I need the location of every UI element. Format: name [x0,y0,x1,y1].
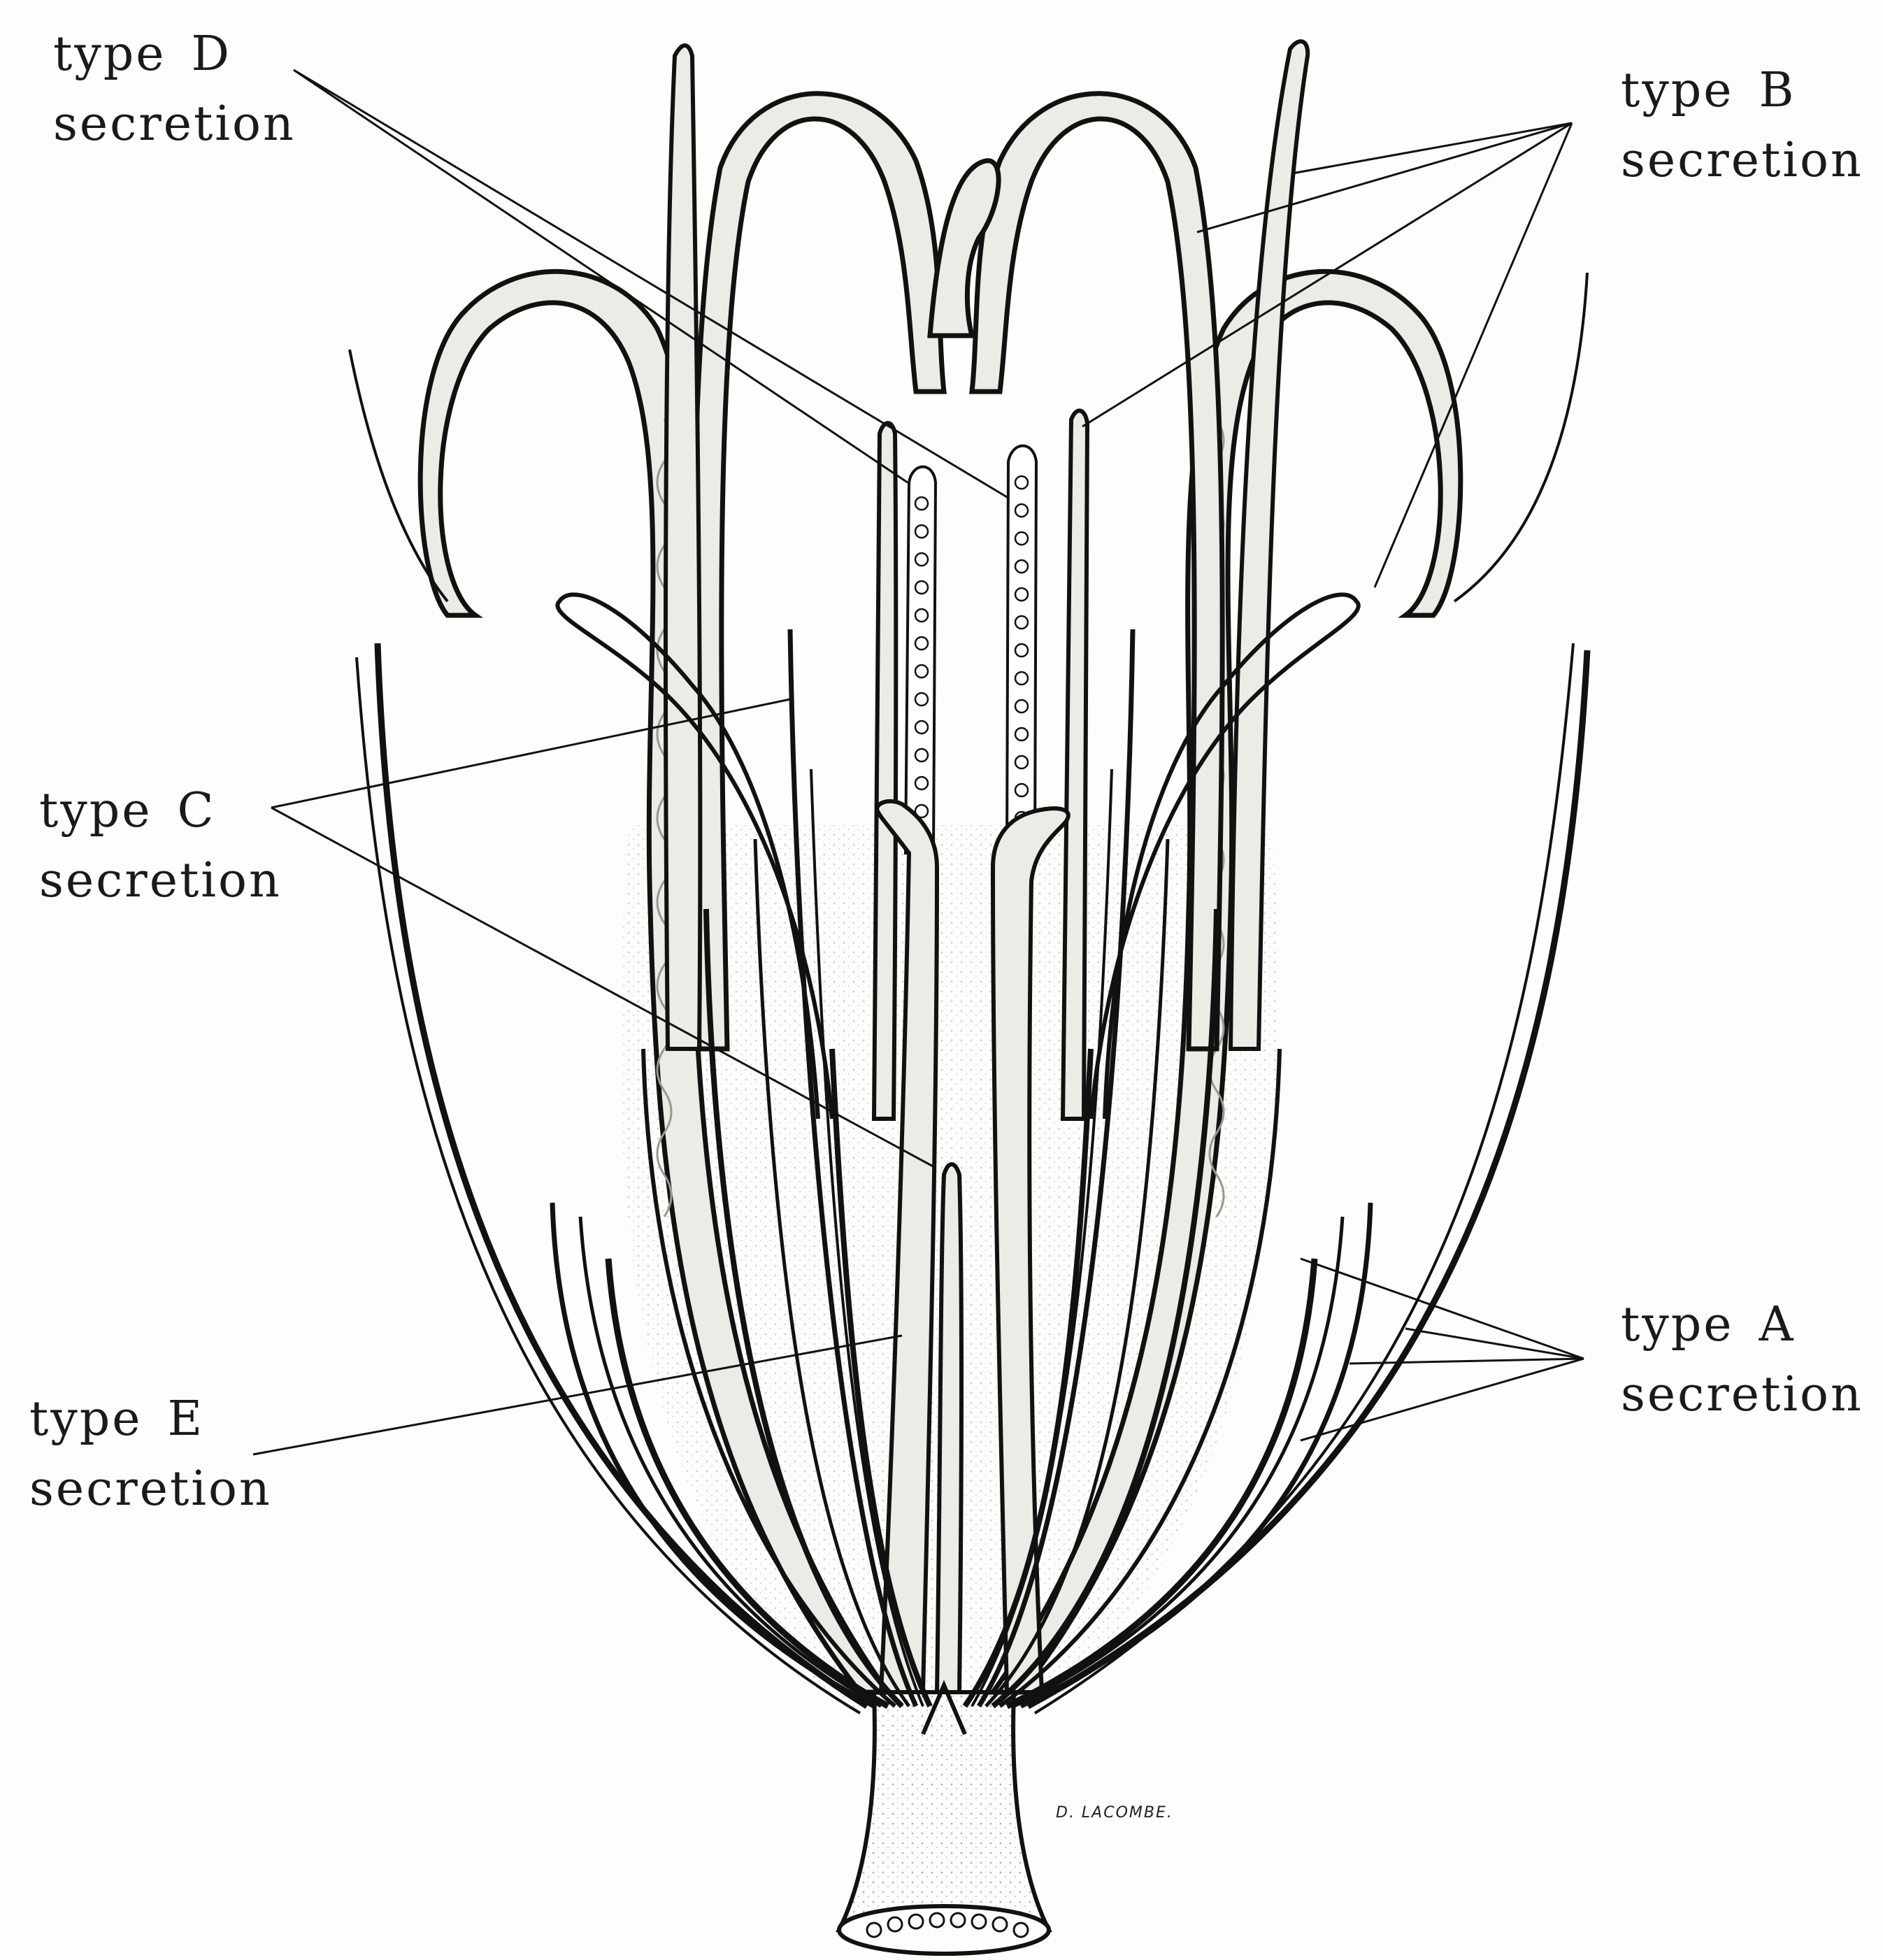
label-e-letter: E [168,1392,205,1447]
label-type-d: type D secretion [53,20,296,159]
label-b-letter: B [1759,63,1796,118]
label-e-word: secretion [29,1454,272,1524]
label-b-type: type [1621,63,1734,118]
label-e-type: type [29,1392,143,1447]
artist-signature: D. LACOMBE. [1056,1804,1173,1822]
label-d-word: secretion [53,90,296,159]
type-e-tube [937,1164,961,1692]
label-type-c: type C secretion [39,776,282,916]
label-a-letter: A [1759,1297,1796,1352]
label-d-type: type [53,27,166,82]
label-d-letter: D [192,27,232,82]
label-type-b: type B secretion [1621,56,1863,196]
label-a-word: secretion [1621,1360,1863,1430]
label-c-word: secretion [39,846,282,916]
label-c-letter: C [178,783,216,838]
basal-stalk [839,1692,1049,1930]
label-type-e: type E secretion [29,1385,272,1524]
stalk-opening [839,1906,1049,1954]
label-type-a: type A secretion [1621,1290,1863,1430]
label-b-word: secretion [1621,126,1863,196]
label-a-type: type [1621,1297,1734,1352]
label-c-type: type [39,783,152,838]
